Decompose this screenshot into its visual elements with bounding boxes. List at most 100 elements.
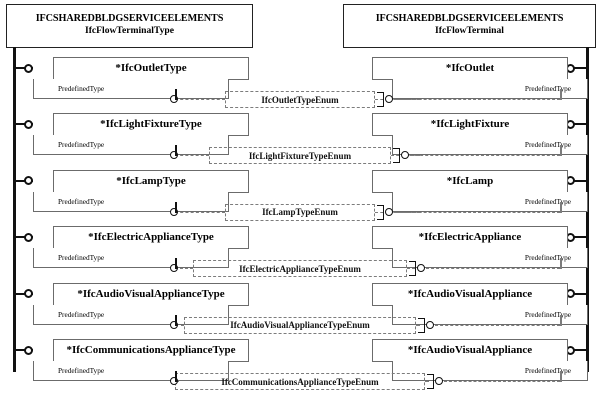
package-schema-left: IFCSHAREDBLDGSERVICEELEMENTS xyxy=(35,13,224,24)
enumeration-box[interactable]: IfcLampTypeEnum xyxy=(225,203,375,221)
entity-attribute-right: PredefinedType xyxy=(392,79,588,99)
connector-spur-left xyxy=(14,236,33,239)
enum-link-left xyxy=(175,211,225,213)
entity-title-right: *IfcLightFixture xyxy=(372,113,568,137)
entity-title-left: *IfcLightFixtureType xyxy=(53,113,249,137)
enum-link-right-continuation xyxy=(444,381,560,382)
enum-link-left xyxy=(175,99,225,100)
enum-link-right-tick xyxy=(560,371,562,382)
connector-spur-right xyxy=(568,179,588,182)
connector-spur-right xyxy=(568,67,588,69)
cardinality-bracket-right xyxy=(377,204,384,220)
package-entity-left: IfcFlowTerminalType xyxy=(84,25,174,36)
connector-circle-left xyxy=(24,345,33,355)
optionality-circle-right xyxy=(416,264,425,273)
enum-link-right-tick xyxy=(560,258,562,270)
connector-circle-left xyxy=(24,119,33,129)
enum-link-right-tick xyxy=(560,145,562,157)
package-entity-right: IfcFlowTerminal xyxy=(435,25,504,36)
entity-attribute-left: PredefinedType xyxy=(33,135,229,156)
connector-spur-left xyxy=(14,292,33,295)
entity-title-left: *IfcOutletType xyxy=(53,57,249,80)
connector-circle-left xyxy=(24,176,33,186)
entity-title-left: *IfcLampType xyxy=(53,169,249,193)
package-box-right: IFCSHAREDBLDGSERVICEELEMENTS IfcFlowTerm… xyxy=(343,4,596,48)
enum-link-left-tick xyxy=(175,145,177,157)
optionality-circle-right xyxy=(401,151,410,160)
cardinality-bracket-right xyxy=(408,261,416,277)
connector-circle-left xyxy=(24,63,33,73)
enumeration-box[interactable]: IfcOutletTypeEnum xyxy=(225,91,375,108)
cardinality-bracket-right xyxy=(427,374,435,389)
entity-attribute-left: PredefinedType xyxy=(33,304,229,325)
enum-link-right xyxy=(425,381,430,382)
enumeration-box[interactable]: IfcCommunicationsApplianceTypeEnum xyxy=(174,373,426,390)
optionality-circle-left xyxy=(170,264,178,273)
cardinality-bracket-right xyxy=(377,92,384,107)
enum-link-left-tick xyxy=(175,89,177,100)
enum-link-right-continuation xyxy=(394,211,560,213)
entity-title-right: *IfcElectricAppliance xyxy=(372,226,568,250)
entity-title-right: *IfcAudioVisualAppliance xyxy=(372,339,568,362)
enum-link-right xyxy=(416,324,421,326)
enum-link-left xyxy=(175,268,194,270)
entity-attribute-left: PredefinedType xyxy=(33,79,229,99)
entity-title-left: *IfcElectricApplianceType xyxy=(53,226,249,250)
entity-attribute-right: PredefinedType xyxy=(392,304,588,325)
enum-link-right-tick xyxy=(560,314,562,326)
connector-spur-left xyxy=(14,349,33,351)
entity-attribute-left: PredefinedType xyxy=(33,361,229,381)
enumeration-box[interactable]: IfcAudioVisualApplianceTypeEnum xyxy=(183,316,417,334)
enum-link-right-continuation xyxy=(425,268,560,270)
enum-link-left-tick xyxy=(175,314,177,326)
optionality-circle-right xyxy=(435,377,444,385)
entity-attribute-right: PredefinedType xyxy=(392,135,588,156)
enum-link-left xyxy=(175,155,209,157)
optionality-circle-left xyxy=(170,151,178,160)
enum-link-right xyxy=(406,268,420,270)
entity-title-right: *IfcLamp xyxy=(372,169,568,193)
entity-attribute-right: PredefinedType xyxy=(392,191,588,212)
enum-link-left-tick xyxy=(175,371,177,382)
enum-link-left xyxy=(175,324,184,326)
optionality-circle-left xyxy=(170,207,178,216)
connector-circle-left xyxy=(24,289,33,299)
connector-spur-left xyxy=(14,67,33,69)
optionality-circle-left xyxy=(170,320,178,329)
optionality-circle-right xyxy=(426,320,435,329)
connector-spur-right xyxy=(568,292,588,295)
entity-title-left: *IfcAudioVisualApplianceType xyxy=(53,282,249,306)
connector-spur-right xyxy=(568,349,588,351)
enumeration-box[interactable]: IfcLightFixtureTypeEnum xyxy=(208,147,392,165)
entity-title-right: *IfcOutlet xyxy=(372,57,568,80)
connector-spur-right xyxy=(568,123,588,126)
enum-link-left-tick xyxy=(175,258,177,270)
connector-spur-left xyxy=(14,179,33,182)
connector-circle-left xyxy=(24,232,33,242)
optionality-circle-right xyxy=(385,207,393,216)
optionality-circle-right xyxy=(385,95,393,103)
package-schema-right: IFCSHAREDBLDGSERVICEELEMENTS xyxy=(375,13,564,24)
optionality-circle-left xyxy=(170,377,178,385)
enumeration-box[interactable]: IfcElectricApplianceTypeEnum xyxy=(193,260,407,278)
entity-attribute-right: PredefinedType xyxy=(392,248,588,269)
connector-spur-left xyxy=(14,123,33,126)
enum-link-right-continuation xyxy=(394,99,560,100)
entity-attribute-left: PredefinedType xyxy=(33,191,229,212)
enum-link-right-continuation xyxy=(410,155,560,157)
entity-attribute-right: PredefinedType xyxy=(392,361,588,381)
enum-link-right-tick xyxy=(560,89,562,100)
